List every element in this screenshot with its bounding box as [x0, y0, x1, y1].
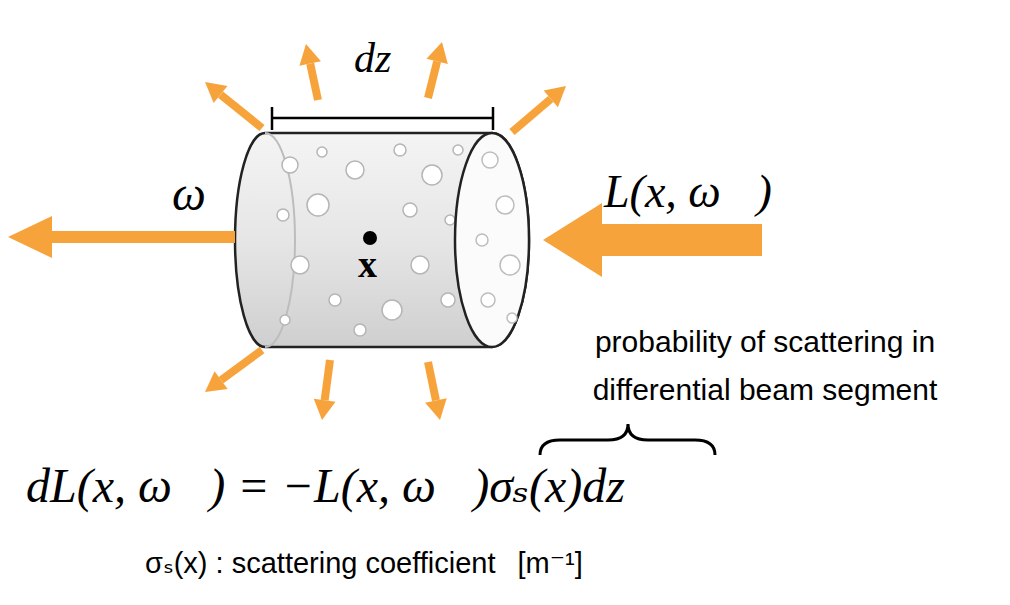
- medium-volume: x: [235, 133, 530, 347]
- scatter-ray: [221, 350, 262, 380]
- scatter-ray: [512, 99, 551, 132]
- outgoing-beam: [8, 216, 235, 258]
- medium-cylinder: [235, 133, 529, 347]
- annotation-text: probability of scattering in differentia…: [525, 318, 1005, 414]
- direction-label: ω⃗: [172, 166, 243, 221]
- point-label: x: [358, 245, 377, 283]
- scatter-ray-head: [299, 44, 321, 66]
- dimension-label: dz: [354, 34, 391, 82]
- scatter-ray: [325, 360, 330, 400]
- scatter-ray: [310, 64, 318, 100]
- scatter-ray-head: [426, 42, 447, 64]
- curly-brace: [540, 424, 715, 455]
- scatter-ray-head: [205, 371, 228, 392]
- scatter-ray: [428, 61, 437, 98]
- scatter-ray: [221, 95, 262, 128]
- unit-label: [m⁻¹]: [518, 547, 583, 580]
- definition-text: σₛ(x) : scattering coefficient: [145, 547, 496, 580]
- equation: dL(x, ω⃗) = −L(x, ω⃗)σₛ(x)dz: [26, 458, 625, 513]
- radiance-label: L(x, ω⃗): [604, 166, 772, 219]
- scatter-ray-head: [544, 86, 566, 107]
- dimension-bracket: [272, 107, 493, 130]
- scatter-ray: [428, 362, 436, 400]
- scatter-ray-head: [314, 399, 336, 420]
- scatter-ray-head: [425, 398, 447, 420]
- scatter-ray-head: [205, 82, 227, 103]
